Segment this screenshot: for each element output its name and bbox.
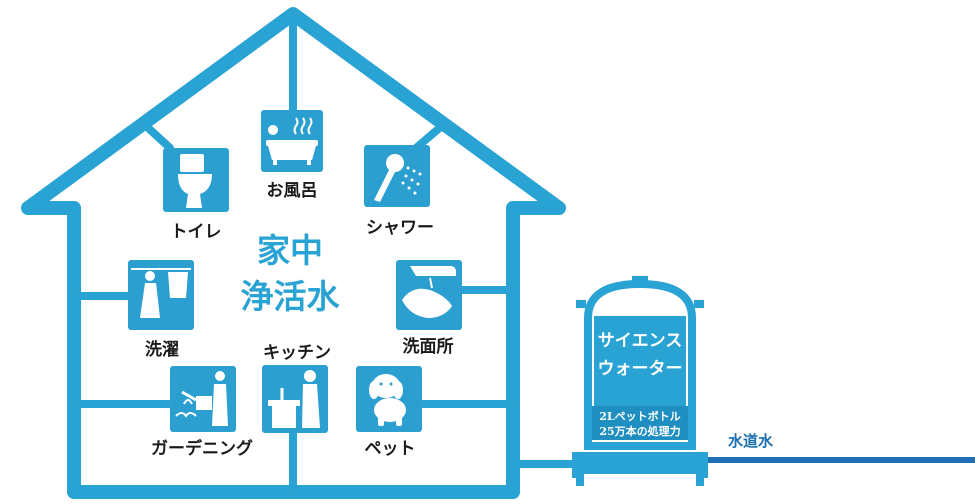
tank-name-line1: サイエンス [598, 331, 683, 351]
tank-capacity-band [592, 406, 688, 440]
room-label-shower: シャワー [366, 218, 434, 238]
watering-can-icon [175, 371, 228, 426]
room-kitchen: キッチン [262, 343, 331, 433]
room-label-gardening: ガーデニング [151, 438, 253, 459]
house-frame [21, 7, 566, 499]
tank-interior [594, 316, 686, 408]
bathtub-icon [266, 117, 318, 165]
water-tank: サイエンス ウォーター 2Lペットボトル 25万本の処理力 [572, 276, 708, 486]
tank-capacity-line1: 2Lペットボトル [599, 409, 680, 423]
dog-icon [369, 374, 406, 426]
room-pet: ペット [356, 366, 422, 459]
inlet-label: 水道水 [728, 432, 774, 450]
room-shower: シャワー [364, 145, 434, 238]
room-gardening: ガーデニング [151, 366, 253, 459]
room-label-laundry: 洗濯 [145, 339, 179, 360]
room-label-washroom: 洗面所 [403, 336, 454, 357]
room-label-pet: ペット [365, 439, 416, 459]
shower-icon [374, 154, 422, 202]
house-title-line1: 家中 [257, 231, 323, 270]
room-washroom: 洗面所 [396, 260, 462, 357]
tank-capacity-line2: 25万本の処理力 [599, 424, 680, 438]
house-outline [21, 7, 566, 499]
room-label-bath: お風呂 [267, 181, 318, 201]
laundry-icon [131, 268, 191, 318]
house-title-line2: 浄活水 [241, 277, 341, 316]
room-label-toilet: トイレ [171, 222, 222, 242]
toilet-icon [178, 154, 212, 208]
room-laundry: 洗濯 [128, 260, 194, 360]
room-bath: お風呂 [261, 110, 323, 201]
handwash-icon [402, 266, 456, 318]
tank-base [576, 452, 704, 486]
room-toilet: トイレ [163, 148, 229, 242]
house-inner-pipes [74, 14, 514, 492]
tank-name-line2: ウォーター [598, 359, 683, 379]
room-label-kitchen: キッチン [263, 343, 331, 363]
kitchen-icon [268, 370, 320, 428]
